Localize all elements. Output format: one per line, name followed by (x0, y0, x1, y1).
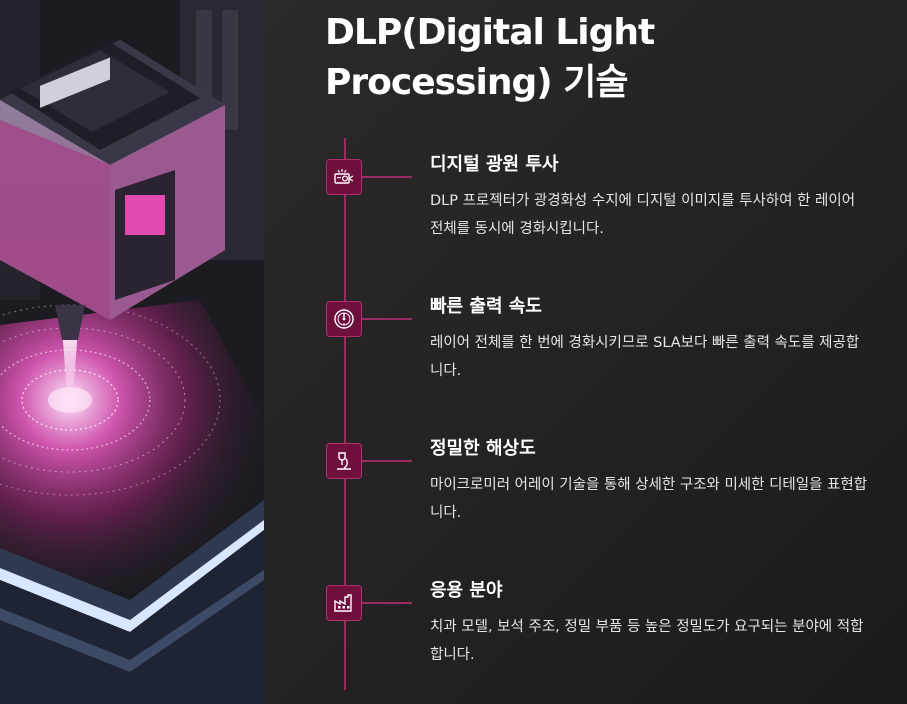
feature-description: 치과 모델, 보석 주조, 정밀 부품 등 높은 정밀도가 요구되는 분야에 적… (430, 619, 864, 663)
hero-illustration (0, 0, 264, 704)
feature-title: 정밀한 해상도 (430, 438, 536, 459)
projector-icon (326, 159, 362, 195)
speedometer-icon (326, 301, 362, 337)
feature-title: 빠른 출력 속도 (430, 296, 542, 317)
factory-icon (326, 585, 362, 621)
feature-description: 레이어 전체를 한 번에 경화시키므로 SLA보다 빠른 출력 속도를 제공합니… (430, 335, 860, 379)
feature-description: DLP 프로젝터가 광경화성 수지에 디지털 이미지를 투사하여 한 레이어 전… (430, 193, 856, 237)
content-panel (264, 0, 907, 704)
feature-title: 응용 분야 (430, 580, 503, 601)
dlp-printer-illustration (0, 0, 264, 704)
timeline-connector (362, 460, 412, 462)
feature-description: 마이크로미러 어레이 기술을 통해 상세한 구조와 미세한 디테일을 표현합니다… (430, 477, 868, 521)
timeline-connector (362, 602, 412, 604)
timeline-connector (362, 318, 412, 320)
page-title: DLP(Digital Light Processing) 기술 (325, 12, 655, 103)
feature-title: 디지털 광원 투사 (430, 154, 559, 175)
microscope-icon (326, 443, 362, 479)
timeline-connector (362, 176, 412, 178)
timeline-line (344, 138, 346, 690)
